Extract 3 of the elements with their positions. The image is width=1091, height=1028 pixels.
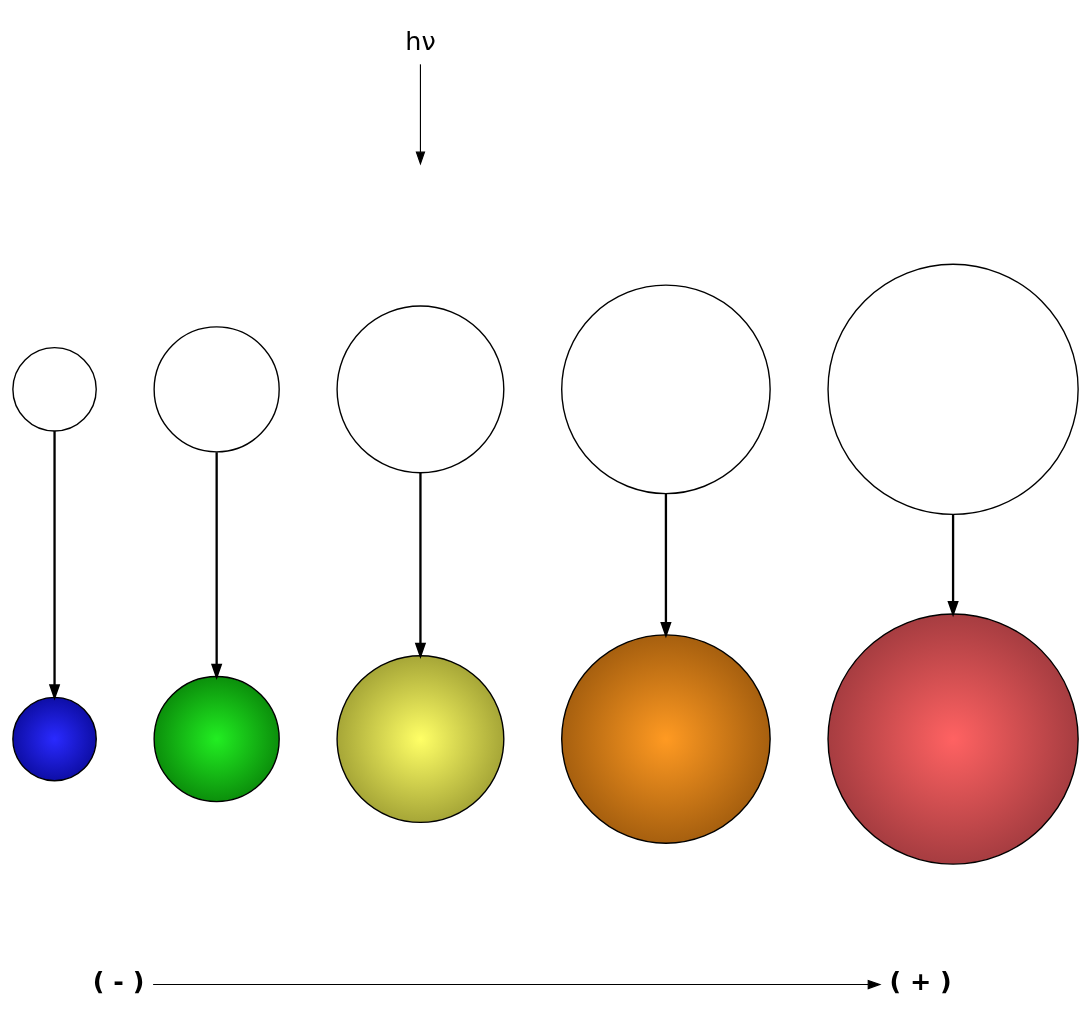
node-text: ( + ) bbox=[889, 965, 952, 996]
node-text: hν bbox=[405, 25, 436, 56]
node-text: ( - ) bbox=[92, 965, 145, 996]
